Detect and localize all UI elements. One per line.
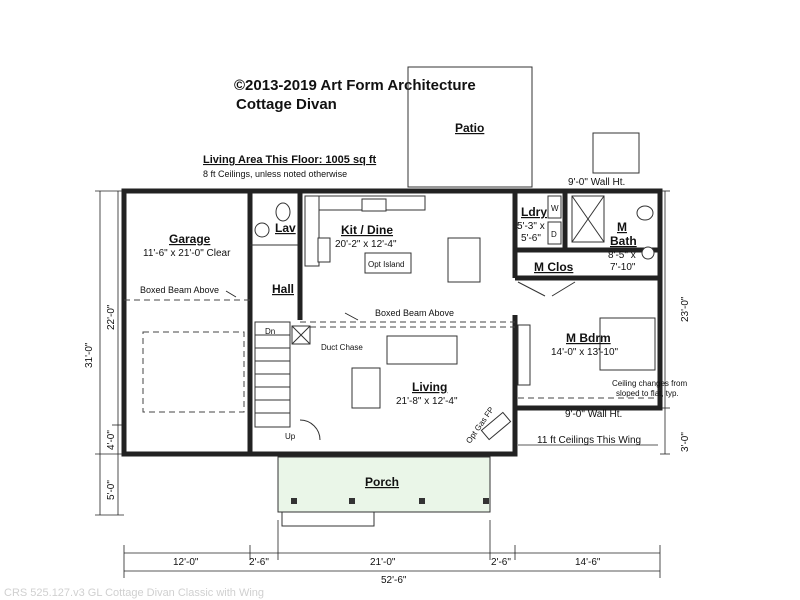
master-bath: M Bath 8'-5" x 7'-10"	[571, 195, 655, 273]
m-bdrm-dim: 14'-0" x 13'-10"	[551, 347, 619, 358]
kitchen-sink-icon	[361, 198, 387, 212]
bath-sink-icon	[641, 246, 655, 260]
kit-dine-label: Kit / Dine	[341, 223, 393, 237]
exterior-cabinet	[592, 132, 640, 174]
ceiling-change-note: Ceiling changes from	[612, 379, 687, 388]
dim-bottom-total: 52'-6"	[381, 575, 407, 586]
hall-label: Hall	[272, 282, 294, 296]
eleven-ft-note: 11 ft Ceilings This Wing	[537, 435, 641, 446]
duct-chase-label: Duct Chase	[321, 343, 363, 352]
stair-up-label: Up	[285, 432, 296, 441]
m-bath-dim-2: 7'-10"	[610, 262, 636, 273]
laundry-label: Ldry	[521, 205, 547, 219]
dim-left-5: 5'-0"	[106, 480, 117, 500]
laundry-dim-2: 5'-6"	[521, 233, 541, 244]
garage: Garage 11'-6" x 21'-0" Clear Boxed Beam …	[121, 188, 253, 457]
bottom-dimensions: 12'-0" 2'-6" 21'-0" 2'-6" 14'-6" 52'-6"	[123, 520, 661, 586]
stairs: Dn Up Duct Chase	[254, 321, 363, 441]
garage-dim: 11'-6" x 21'-0" Clear	[143, 248, 231, 259]
living-label: Living	[412, 380, 447, 394]
washer-label: W	[551, 204, 559, 213]
stair-down-label: Dn	[265, 327, 275, 336]
laundry-dim-1: 5'-3" x	[517, 221, 545, 232]
car-outline	[142, 331, 245, 413]
porch: Porch	[277, 456, 491, 527]
laundry: Ldry 5'-3" x 5'-6" W D	[517, 195, 562, 245]
copyright-text: ©2013-2019 Art Form Architecture	[234, 77, 476, 94]
m-bath-label-1: M	[617, 220, 627, 234]
right-dimensions: 23'-0" 3'-0"	[660, 190, 691, 455]
garage-beam-label: Boxed Beam Above	[140, 285, 219, 295]
bed-icon	[599, 317, 656, 371]
lav-label: Lav	[275, 221, 296, 235]
dim-bottom-2-6-b: 2'-6"	[491, 557, 511, 568]
opt-island-label: Opt Island	[368, 260, 404, 269]
dim-left-4: 4'-0"	[106, 430, 117, 450]
sofa-icon	[386, 335, 458, 365]
range-icon	[317, 237, 331, 263]
main-house	[250, 188, 663, 457]
m-bath-label-2: Bath	[610, 234, 637, 248]
porch-label: Porch	[365, 475, 399, 489]
m-clos-label: M Clos	[534, 260, 574, 274]
dim-bottom-12: 12'-0"	[173, 557, 199, 568]
dim-right-3: 3'-0"	[680, 432, 691, 452]
dresser-icon	[517, 324, 531, 386]
patio: Patio	[407, 66, 533, 188]
living-area-label: Living Area This Floor: 1005 sq ft	[203, 154, 377, 166]
ceiling-note: 8 ft Ceilings, unless noted otherwise	[203, 169, 347, 179]
closet-doors	[517, 281, 576, 297]
kit-dine-dim: 20'-2" x 12'-4"	[335, 239, 397, 250]
dim-bottom-21: 21'-0"	[370, 557, 396, 568]
armchair-icon	[351, 367, 381, 409]
wall-ht-top: 9'-0" Wall Ht.	[568, 177, 625, 188]
dryer-label: D	[551, 230, 557, 239]
sink-icon	[254, 222, 270, 238]
bath-toilet-icon	[636, 205, 654, 221]
fireplace-icon	[480, 411, 512, 441]
garage-label: Garage	[169, 232, 211, 246]
ceiling-change-note-2: sloped to flat, typ.	[616, 389, 679, 398]
entry-door-swing	[299, 419, 321, 441]
dim-bottom-2-6-a: 2'-6"	[249, 557, 269, 568]
living-dim: 21'-8" x 12'-4"	[396, 396, 458, 407]
dim-left-22: 22'-0"	[106, 304, 117, 330]
toilet-icon	[275, 202, 291, 222]
lav: Lav	[254, 202, 296, 238]
opt-island	[364, 252, 412, 274]
patio-label: Patio	[455, 121, 484, 135]
left-dimensions: 31'-0" 22'-0" 4'-0" 5'-0"	[84, 190, 124, 516]
wall-ht-bdrm: 9'-0" Wall Ht.	[565, 409, 622, 420]
dim-bottom-14-6: 14'-6"	[575, 557, 601, 568]
main-beam-label: Boxed Beam Above	[375, 308, 454, 318]
kitchen: Opt Island Kit / Dine 20'-2" x 12'-4"	[304, 195, 481, 283]
plan-name: Cottage Divan	[236, 96, 337, 113]
dining-table	[447, 237, 481, 283]
m-bath-dim-1: 8'-5" x	[608, 250, 636, 261]
dim-right-23: 23'-0"	[680, 296, 691, 322]
dim-left-31: 31'-0"	[84, 342, 95, 368]
living-room: Boxed Beam Above Living 21'-8" x 12'-4" …	[344, 308, 512, 445]
footer-caption: CRS 525.127.v3 GL Cottage Divan Classic …	[4, 587, 264, 599]
m-bdrm-label: M Bdrm	[566, 331, 611, 345]
master-bedroom: M Bdrm 14'-0" x 13'-10" Ceiling changes …	[517, 317, 687, 420]
